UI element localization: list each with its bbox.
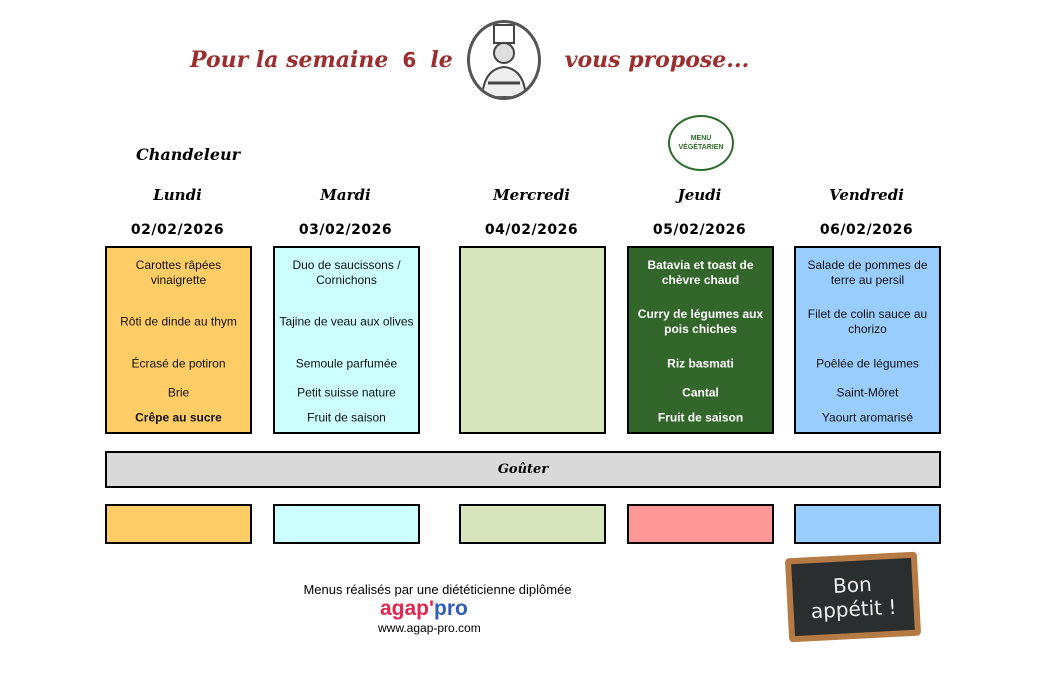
title-part2: le [430, 47, 453, 73]
menu-item: Poêlée de légumes [816, 356, 919, 371]
menu-item: Yaourt aromarisé [821, 410, 914, 425]
veg-badge-text: MENU VÉGÉTARIEN [678, 135, 724, 151]
menu-item: Petit suisse nature [297, 385, 396, 400]
agappro-logo: agap'pro [380, 597, 468, 620]
day-date-lundi: 02/02/2026 [130, 222, 225, 238]
footer-note: Menus réalisés par une diététicienne dip… [303, 582, 572, 597]
menu-item: Crêpe au sucre [135, 410, 222, 425]
title-part3: vous propose... [564, 47, 750, 73]
day-name-lundi: Lundi [153, 186, 202, 204]
menu-item: Rôti de dinde au thym [120, 314, 237, 329]
menu-item: Semoule parfumée [295, 356, 398, 371]
event-label: Chandeleur [136, 145, 241, 164]
day-date-mardi: 03/02/2026 [298, 222, 393, 238]
header-title-row: Pour la semaine 6 le vous propose... [190, 20, 749, 100]
title-part1: Pour la semaine [190, 47, 389, 73]
menu-item: Batavia et toast de chèvre chaud [647, 258, 754, 287]
menu-item: Carottes râpées vinaigrette [135, 258, 222, 287]
menu-item: Fruit de saison [657, 410, 744, 425]
chef-logo-icon [466, 20, 541, 100]
menu-item: Riz basmati [667, 356, 734, 371]
menu-item: Salade de pommes de terre au persil [807, 258, 928, 287]
day-name-jeudi: Jeudi [677, 186, 722, 204]
menu-item: Duo de saucissons / Cornichons [292, 258, 401, 287]
snack-box-jeudi [627, 504, 774, 544]
bon-appetit-slate: Bon appétit ! [784, 551, 922, 643]
gouter-label: Goûter [497, 462, 549, 477]
snack-box-lundi [105, 504, 252, 544]
menu-box-mercredi [459, 246, 606, 434]
snack-box-mercredi [459, 504, 606, 544]
day-name-vendredi: Vendredi [829, 186, 904, 204]
menu-item: Écrasé de potiron [131, 356, 226, 371]
snack-box-vendredi [794, 504, 941, 544]
day-date-jeudi: 05/02/2026 [652, 222, 747, 238]
day-date-mercredi: 04/02/2026 [484, 222, 579, 238]
footer-url: www.agap-pro.com [378, 621, 481, 635]
day-name-mercredi: Mercredi [493, 186, 570, 204]
menu-item: Saint-Môret [836, 385, 899, 400]
snack-box-mardi [273, 504, 420, 544]
menu-item: Cantal [682, 385, 719, 400]
vegetarian-badge-icon: MENU VÉGÉTARIEN [668, 115, 734, 171]
week-number: 6 [402, 48, 417, 72]
day-name-mardi: Mardi [320, 186, 371, 204]
menu-item: Curry de légumes aux pois chiches [637, 307, 764, 336]
menu-item: Filet de colin sauce au chorizo [807, 307, 928, 336]
menu-item: Brie [167, 385, 190, 400]
menu-item: Tajine de veau aux olives [279, 314, 414, 329]
menu-item: Fruit de saison [307, 410, 386, 425]
gouter-bar: Goûter [105, 451, 941, 488]
day-date-vendredi: 06/02/2026 [819, 222, 914, 238]
